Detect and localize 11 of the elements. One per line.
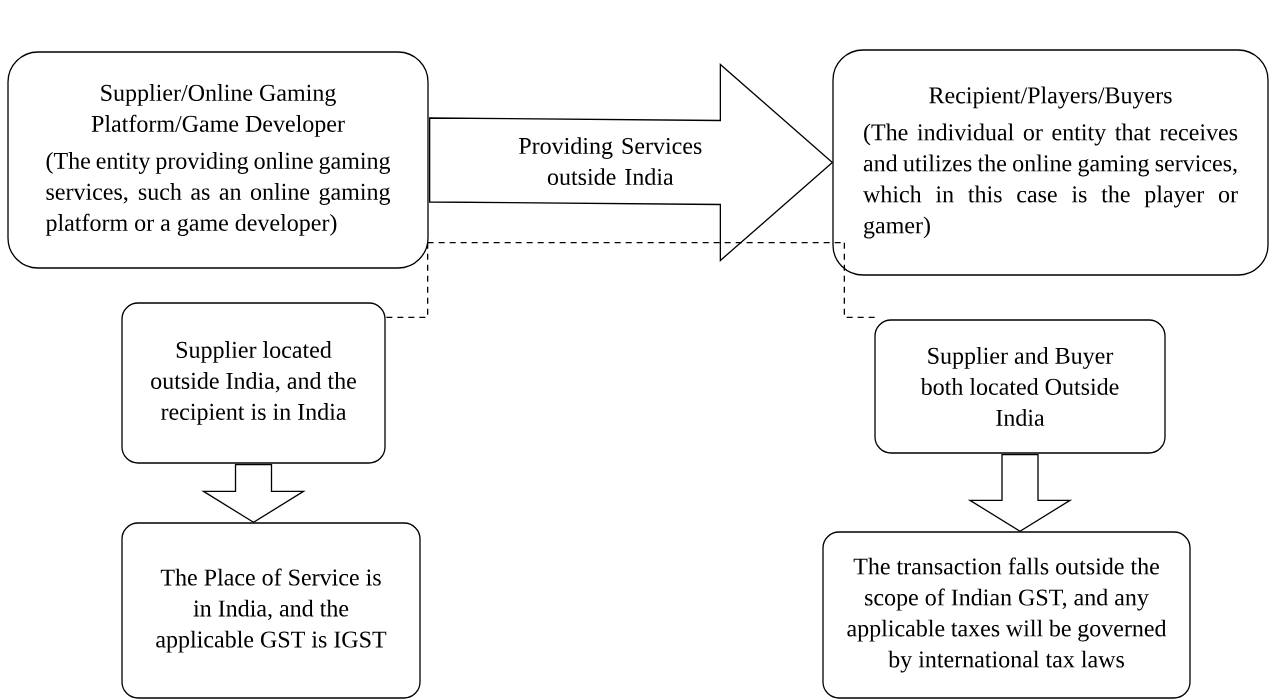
process-box: Supplier and Buyer both located Outside India <box>874 319 1166 454</box>
process-box: The Place of Service is in India, and the applicable GST is IGST <box>121 522 421 699</box>
process-box: Recipient/Players/Buyers (The individual or entity that receives and utilizes the online gaming services, which in this case is the player or gamer) <box>832 49 1269 276</box>
process-box: The transaction falls outside the scope of Indian GST, and any applicable taxes will be governed by international tax laws <box>822 531 1191 699</box>
process-box: Supplier/Online Gaming Platform/Game Developer (The entity providing online gaming services, such as an online gaming platform or a game developer) <box>7 51 429 269</box>
process-box: Supplier located outside India, and the recipient is in India <box>121 302 386 464</box>
block-arrow <box>429 63 834 262</box>
block-arrow <box>967 454 1073 533</box>
block-arrow <box>201 464 306 524</box>
edge-label: Providing Services outside India <box>509 136 712 187</box>
connector-line <box>385 242 429 318</box>
